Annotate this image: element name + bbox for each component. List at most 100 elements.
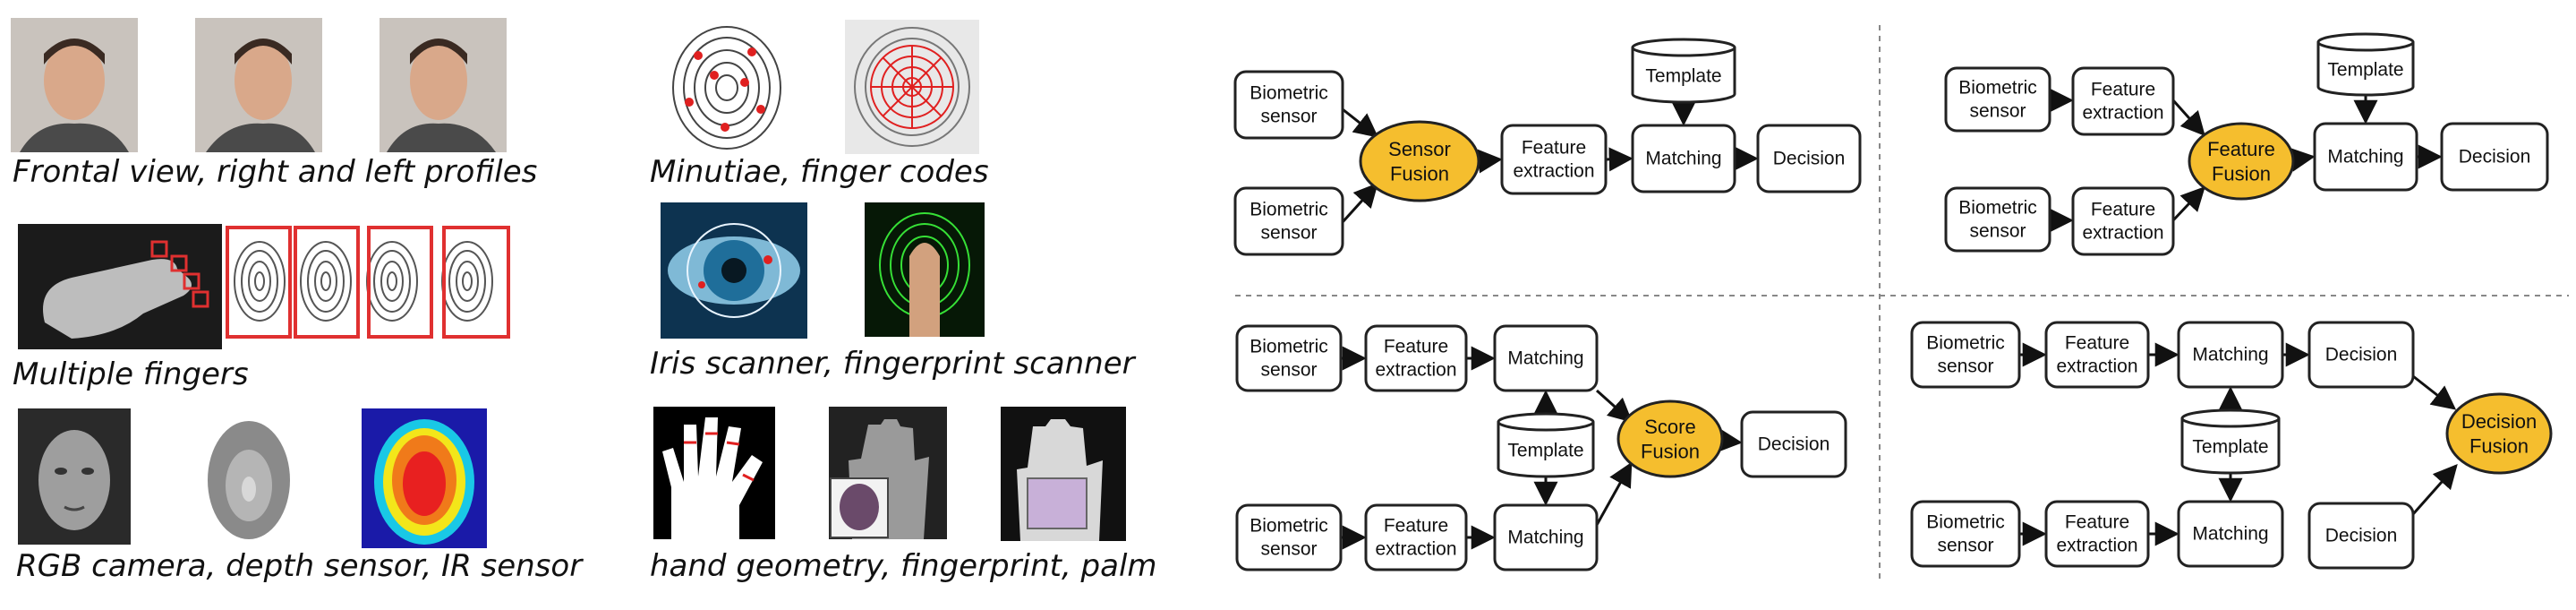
node-label: Decision — [2461, 410, 2537, 433]
palm-with-fingers-image — [18, 224, 222, 349]
node-label: Matching — [1507, 528, 1583, 548]
finger-code-image — [845, 20, 979, 154]
decision-node: Decision — [1756, 124, 1862, 193]
palm-image — [1001, 407, 1126, 541]
biometric-sensor-node: Biometric sensor — [1235, 503, 1343, 571]
iris-scanner-image — [661, 202, 807, 339]
node-label: Feature — [2091, 79, 2155, 99]
flow-arrow — [1717, 428, 1743, 453]
node-label: Biometric — [1926, 511, 2005, 532]
node-label: Feature — [2065, 511, 2129, 532]
hand-geometry-image — [653, 407, 775, 539]
node-label: extraction — [2056, 357, 2137, 377]
node-label: Feature — [1384, 515, 1448, 536]
caption-faces: Frontal view, right and left profiles — [13, 154, 538, 190]
node-label: Sensor — [1388, 138, 1451, 160]
node-label: Matching — [1645, 149, 1721, 169]
flow-arrow — [2171, 99, 2205, 137]
matching-node: Matching — [1631, 124, 1736, 193]
node-label: sensor — [1969, 101, 2026, 122]
flow-arrow — [2290, 147, 2316, 172]
node-label: sensor — [1260, 223, 1317, 244]
node-label: Template — [1507, 441, 1583, 461]
node-label: Feature — [1522, 137, 1586, 158]
depth-face-image — [199, 414, 299, 548]
matching-node: Matching — [1493, 324, 1599, 392]
node-label: Fusion — [1390, 162, 1449, 185]
caption-fingers: Multiple fingers — [13, 357, 249, 392]
node-label: Fusion — [2469, 434, 2529, 457]
node-label: Feature — [2065, 332, 2129, 353]
node-label: Decision — [1773, 149, 1846, 169]
decision-node: Decision — [2307, 321, 2415, 389]
node-label: extraction — [1375, 539, 1456, 560]
fingerprint-images-row — [226, 224, 512, 340]
node-label: Biometric — [1250, 515, 1328, 536]
template-node: Template — [1631, 38, 1736, 104]
flow-arrow — [1341, 182, 1378, 224]
node-label: sensor — [1260, 107, 1317, 127]
node-label: Biometric — [1250, 336, 1328, 357]
modality-examples-panel: Frontal view, right and left profiles — [0, 0, 1199, 606]
template-node: Template — [2316, 32, 2415, 97]
minutiae-fingerprint-image — [662, 20, 793, 154]
node-label: extraction — [2082, 223, 2163, 244]
node-label: sensor — [1937, 357, 1993, 377]
node-label: Feature — [1384, 336, 1448, 357]
node-label: Template — [2192, 437, 2268, 458]
node-label: Template — [2327, 60, 2403, 81]
matching-node: Matching — [2313, 122, 2418, 192]
node-label: Matching — [2192, 524, 2268, 545]
node-label: Decision — [2325, 345, 2398, 365]
template-node: Template — [2180, 408, 2281, 475]
decision-node: Decision — [1740, 410, 1847, 478]
biometric-sensor-node: Biometric sensor — [1235, 324, 1343, 392]
node-label: Matching — [2192, 345, 2268, 365]
node-label: sensor — [1969, 221, 2026, 242]
node-label: Matching — [1507, 348, 1583, 369]
node-label: sensor — [1937, 536, 1993, 556]
flow-arrow — [2412, 374, 2457, 410]
node-label: extraction — [2056, 536, 2137, 556]
node-label: Score — [1644, 416, 1695, 438]
face-left-profile-image — [380, 18, 507, 152]
node-label: sensor — [1260, 539, 1317, 560]
hand-fingerprint-image — [829, 407, 947, 539]
flow-arrow — [2171, 186, 2205, 222]
node-label: Feature — [2091, 199, 2155, 219]
node-label: sensor — [1260, 360, 1317, 381]
template-node: Template — [1497, 412, 1595, 478]
node-label: extraction — [2082, 103, 2163, 124]
flow-arrow — [2411, 463, 2458, 515]
caption-scanners: Iris scanner, fingerprint scanner — [650, 346, 1135, 382]
flow-arrow — [1595, 389, 1633, 423]
biometric-sensor-node: Biometric sensor — [1233, 186, 1344, 256]
matching-node: Matching — [1493, 503, 1599, 571]
biometric-sensor-node: Biometric sensor — [1910, 500, 2021, 568]
node-label: Decision — [1758, 434, 1830, 455]
decision-node: Decision — [2307, 502, 2415, 570]
flow-arrow — [1595, 461, 1633, 526]
flow-arrow — [1342, 107, 1379, 138]
feature-extraction-node: Feature extraction — [2044, 321, 2150, 389]
flow-arrow — [1477, 149, 1503, 174]
node-label: Fusion — [2212, 162, 2271, 185]
node-label: Biometric — [1958, 197, 2037, 218]
node-label: Biometric — [1250, 199, 1328, 219]
node-label: Matching — [2327, 147, 2403, 168]
feature-extraction-node: Feature extraction — [2071, 186, 2175, 256]
caption-minutiae: Minutiae, finger codes — [650, 154, 989, 190]
rgb-face-image — [18, 408, 131, 545]
feature-extraction-node: Feature extraction — [2044, 500, 2150, 568]
biometric-sensor-node: Biometric sensor — [1944, 186, 2051, 253]
face-right-profile-image — [195, 18, 322, 152]
